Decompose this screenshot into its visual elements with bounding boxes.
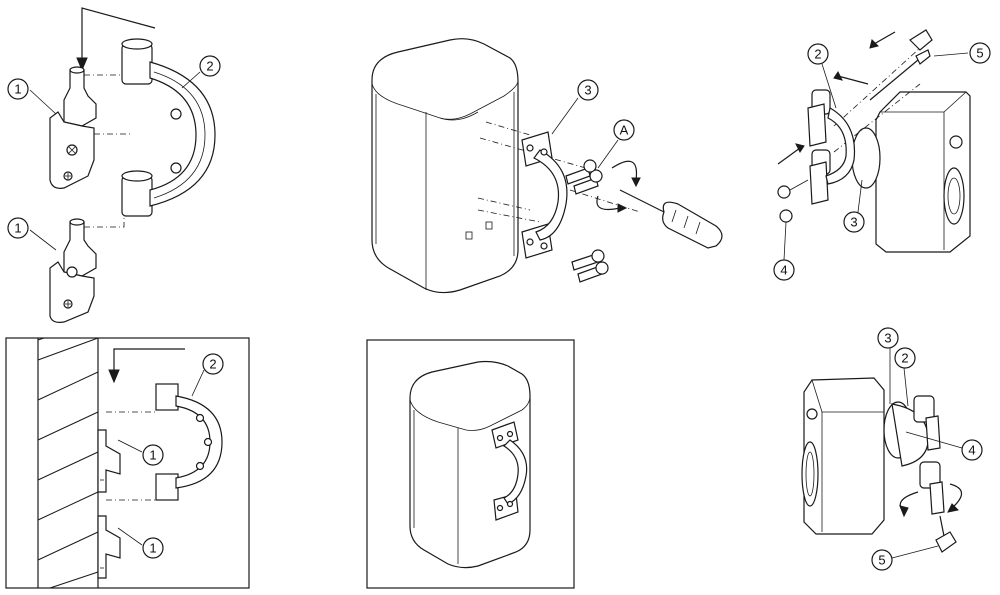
- callout-1-wall-lower: 1: [117, 527, 164, 559]
- panel-bracket-exploded: 1 1 2: [7, 7, 221, 323]
- svg-text:2: 2: [206, 59, 213, 74]
- panel-swivel-assembled: 3 2 4 5: [801, 327, 983, 571]
- svg-text:1: 1: [149, 541, 156, 556]
- screw-set: [565, 159, 609, 283]
- wall-clip-lower: [97, 515, 121, 579]
- hinge-clip-lower: [49, 218, 97, 323]
- mounted-bracket: [491, 421, 528, 521]
- callout-4-swivel: 4: [905, 431, 983, 461]
- svg-text:5: 5: [976, 46, 983, 61]
- svg-text:5: 5: [878, 553, 885, 568]
- svg-text:3: 3: [584, 83, 591, 98]
- ball-mount-socket: [851, 127, 881, 189]
- callout-4-top: 4: [773, 221, 795, 281]
- callout-2-swivel: 2: [894, 347, 916, 407]
- callout-1-wall-upper: 1: [117, 439, 164, 466]
- wall-clip-upper: [97, 429, 121, 493]
- panel-ball-mount-assembly: 2 5 3 4: [773, 29, 991, 281]
- callout-a-screw: A: [597, 119, 635, 169]
- callout-1-upper: 1: [7, 78, 57, 115]
- callout-3-ball: 3: [843, 179, 865, 233]
- curved-bracket-side: [155, 383, 223, 501]
- screwdriver-icon: [619, 189, 723, 249]
- callout-2-wall: 2: [191, 353, 224, 397]
- swivel-mount: [883, 395, 945, 515]
- callout-3-swivel: 3: [877, 327, 899, 404]
- svg-text:3: 3: [884, 331, 891, 346]
- wall-hatch: [37, 337, 99, 589]
- curved-bracket: [121, 38, 216, 217]
- rotate-arrow-icon: [596, 160, 641, 213]
- adjust-knob-bottom: [935, 515, 957, 553]
- speaker-cabinet-right: [875, 91, 971, 253]
- callout-2-top: 2: [181, 55, 221, 89]
- callout-5-bottom: 5: [871, 545, 939, 571]
- svg-text:1: 1: [149, 448, 156, 463]
- svg-text:4: 4: [780, 263, 787, 278]
- svg-text:2: 2: [209, 357, 216, 372]
- down-arrow-icon: [76, 7, 156, 72]
- washer-parts: [777, 179, 809, 223]
- callout-1-lower: 1: [7, 217, 57, 251]
- direction-arrow-icon: [777, 31, 896, 165]
- down-arrow-icon: [108, 348, 185, 384]
- svg-text:1: 1: [14, 221, 21, 236]
- svg-text:A: A: [620, 123, 629, 138]
- hinge-clip-upper: [49, 66, 97, 189]
- panel-speaker-attach: 3 A: [371, 38, 723, 294]
- speaker-cabinet: [371, 38, 519, 294]
- speaker-cabinet-mounted: [409, 360, 531, 569]
- adjust-knob-top: [869, 29, 933, 101]
- panel-mounted-speaker: [366, 339, 575, 589]
- callout-3-speaker: 3: [551, 79, 599, 135]
- svg-text:2: 2: [901, 351, 908, 366]
- callout-2-ball: 2: [807, 43, 837, 109]
- svg-text:4: 4: [968, 443, 975, 458]
- rotate-arrow-icon: [899, 483, 963, 518]
- svg-text:3: 3: [850, 215, 857, 230]
- panel-wall-section: 2 1 1: [5, 337, 250, 589]
- svg-text:2: 2: [814, 47, 821, 62]
- callout-5-top: 5: [933, 42, 991, 64]
- ball-mount-bracket: [807, 89, 856, 205]
- speaker-cabinet-swivel: [801, 377, 885, 535]
- svg-text:1: 1: [14, 82, 21, 97]
- speaker-bracket: [521, 131, 568, 259]
